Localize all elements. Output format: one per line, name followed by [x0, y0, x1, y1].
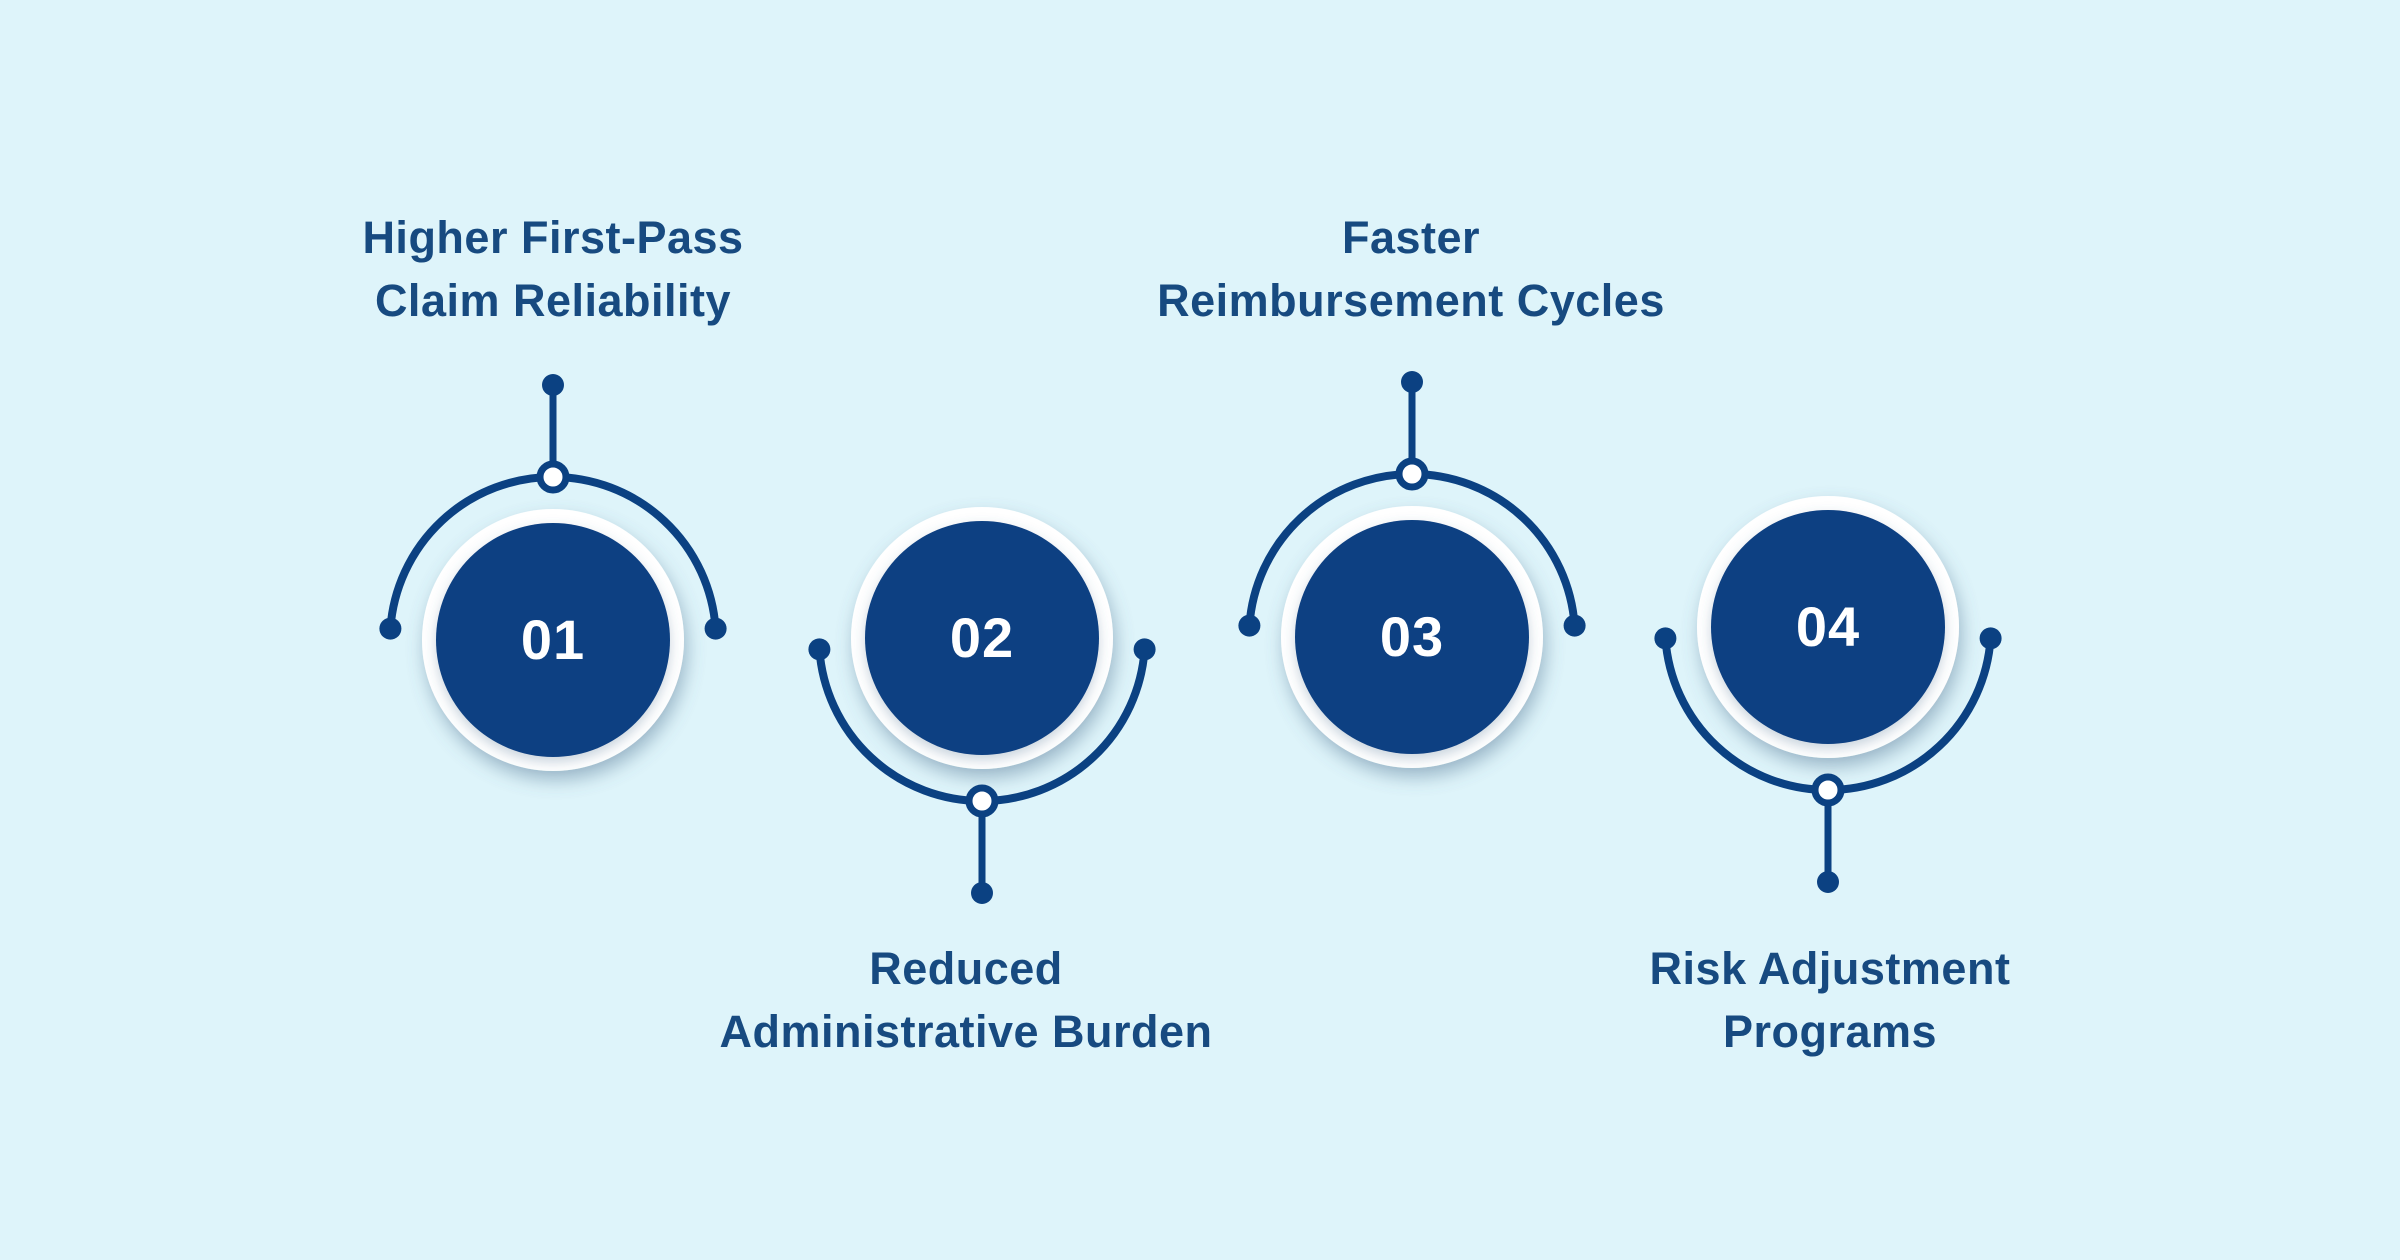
number-badge-02: 02 — [949, 606, 1015, 669]
label-line: Reduced — [869, 943, 1063, 994]
label-line: Higher First-Pass — [362, 212, 744, 263]
number-badge-01: 01 — [520, 608, 586, 671]
stem-dot — [971, 882, 993, 904]
stem-dot — [542, 374, 564, 396]
arc-end-dot-right — [1563, 614, 1586, 637]
label-line: Risk Adjustment — [1649, 943, 2011, 994]
label-line: Programs — [1722, 1006, 1938, 1057]
hollow-node — [965, 784, 999, 818]
arc-end-dot-left — [1654, 627, 1677, 650]
number-circle — [436, 523, 670, 757]
arc-end-dot-left — [379, 617, 402, 640]
item-risk-adjustment-programs — [1654, 496, 2002, 893]
stem-dot — [1817, 871, 1839, 893]
arc-end-dot-left — [1238, 614, 1261, 637]
label-line: Administrative Burden — [719, 1006, 1213, 1057]
arc-end-dot-right — [1979, 627, 2002, 650]
hollow-node — [1811, 773, 1845, 807]
arc-end-dot-left — [808, 638, 831, 661]
number-circle — [1295, 520, 1529, 754]
number-circle — [1711, 510, 1945, 744]
stem-dot — [1401, 371, 1423, 393]
label-line: Reimbursement Cycles — [1157, 275, 1665, 326]
hollow-node — [1395, 457, 1429, 491]
label-line: Faster — [1341, 212, 1481, 263]
item-higher-first-pass-claim-reliability — [379, 374, 727, 771]
number-circle — [865, 521, 1099, 755]
label-line: Claim Reliability — [374, 275, 732, 326]
hollow-node — [536, 460, 570, 494]
item-reduced-administrative-burden — [808, 507, 1156, 904]
number-badge-04: 04 — [1795, 595, 1861, 658]
item-faster-reimbursement-cycles — [1238, 371, 1586, 768]
arc-end-dot-right — [704, 617, 727, 640]
number-badge-03: 03 — [1379, 605, 1445, 668]
arc-end-dot-right — [1133, 638, 1156, 661]
